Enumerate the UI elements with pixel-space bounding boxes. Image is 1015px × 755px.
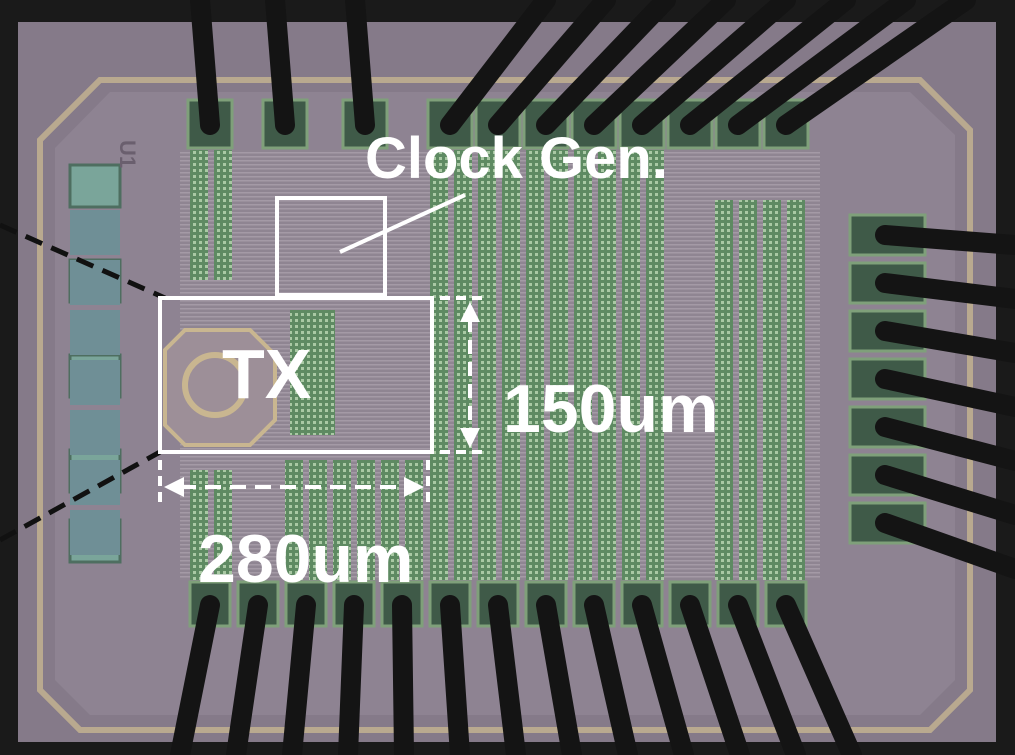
clock-gen-box	[275, 196, 387, 297]
metal-stripe	[285, 460, 303, 580]
bond-wire	[345, 0, 375, 135]
metal-stripes	[190, 150, 805, 580]
bond-wire	[584, 0, 736, 135]
metal-stripe	[333, 460, 351, 580]
pad-spacer	[70, 510, 120, 555]
bond-pad	[68, 163, 122, 209]
metal-stripe	[763, 200, 781, 580]
bond-wire	[536, 595, 582, 755]
metal-stripe	[526, 150, 544, 580]
metal-stripe	[454, 150, 472, 580]
tx-box	[158, 296, 434, 454]
clock-gen-label: Clock Gen.	[365, 126, 668, 191]
bond-wire	[392, 595, 414, 755]
bond-wire	[440, 595, 470, 755]
pad-spacer	[70, 260, 120, 305]
tx-label: TX	[222, 335, 312, 413]
metal-stripe	[739, 200, 757, 580]
width-label: 280um	[198, 521, 413, 597]
bond-wire	[875, 369, 1015, 417]
bond-wire	[875, 225, 1015, 255]
metal-stripe	[214, 150, 232, 280]
bond-wire	[632, 595, 694, 755]
metal-stripe	[622, 150, 640, 580]
metal-stripe	[214, 470, 232, 580]
metal-stripe	[430, 150, 448, 580]
die-marking: U1	[115, 140, 140, 168]
metal-stripe	[357, 460, 375, 580]
metal-stripe	[478, 150, 496, 580]
bond-wire	[440, 0, 556, 135]
metal-stripe	[190, 470, 208, 580]
zoom-line-bottom	[0, 449, 162, 543]
bond-wire	[728, 595, 806, 755]
metal-stripe	[646, 150, 664, 580]
metal-stripe	[502, 150, 520, 580]
bond-wire	[226, 595, 268, 755]
width-dimension-arrow	[158, 460, 430, 505]
bond-wire	[875, 321, 1015, 363]
bond-wire	[680, 0, 856, 135]
bond-wire	[776, 0, 976, 135]
pad-spacer	[70, 360, 120, 405]
bond-wire	[282, 595, 316, 755]
bond-wire	[875, 273, 1015, 309]
bond-wire	[338, 595, 364, 755]
height-label: 150um	[503, 371, 718, 447]
pad-spacer	[70, 410, 120, 455]
height-dimension-arrow	[440, 296, 482, 454]
bond-wire	[875, 417, 1015, 471]
metal-stripe	[598, 150, 616, 580]
pad-spacer	[70, 210, 120, 255]
clock-gen-leader	[339, 193, 466, 254]
bond-wire	[265, 0, 295, 135]
metal-stripe	[550, 150, 568, 580]
bond-wire	[875, 465, 1015, 525]
metal-stripe	[190, 150, 208, 280]
bond-wire	[632, 0, 796, 135]
bond-wire	[680, 595, 750, 755]
tx-inductor	[163, 310, 335, 447]
bond-wire	[875, 513, 1015, 579]
bond-wire	[728, 0, 916, 135]
bond-wire	[488, 595, 526, 755]
metal-stripe	[787, 200, 805, 580]
metal-stripe	[381, 460, 399, 580]
bond-wire	[190, 0, 220, 135]
bond-wires	[170, 0, 1015, 755]
bond-wire	[170, 595, 220, 755]
seal-ring	[37, 77, 973, 733]
metal-stripe	[715, 200, 733, 580]
metal-stripe	[574, 150, 592, 580]
zoom-line-top	[0, 222, 167, 301]
bond-wire	[488, 0, 616, 135]
metal-stripe	[309, 460, 327, 580]
bond-wire	[776, 595, 862, 755]
bond-wire	[584, 595, 638, 755]
pad-spacer	[70, 310, 120, 355]
bond-wire	[536, 0, 676, 135]
